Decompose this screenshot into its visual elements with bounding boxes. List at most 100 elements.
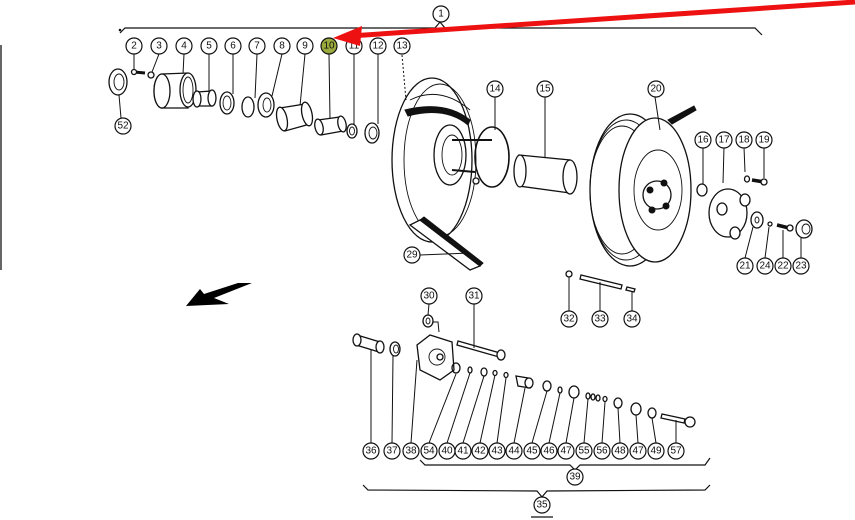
label-47[interactable]: 47 bbox=[629, 442, 647, 460]
label-20-text: 20 bbox=[650, 84, 662, 95]
label-49[interactable]: 49 bbox=[647, 442, 665, 460]
label-35-text: 35 bbox=[536, 500, 548, 511]
label-32-text: 32 bbox=[563, 314, 575, 325]
leader-line bbox=[410, 359, 418, 444]
callout-circle bbox=[296, 37, 314, 55]
label-29[interactable]: 29 bbox=[403, 246, 421, 264]
part-30-washer bbox=[422, 303, 440, 333]
part-36-sleeve bbox=[352, 333, 385, 354]
callout-circle bbox=[756, 257, 774, 275]
label-4[interactable]: 4 bbox=[175, 37, 193, 75]
label-56[interactable]: 56 bbox=[593, 442, 611, 460]
label-54[interactable]: 54 bbox=[420, 442, 438, 460]
label-31[interactable]: 31 bbox=[465, 287, 483, 305]
label-42[interactable]: 42 bbox=[471, 442, 489, 460]
label-16[interactable]: 16 bbox=[694, 131, 712, 149]
leader-line bbox=[479, 374, 496, 444]
label-52[interactable]: 52 bbox=[114, 117, 132, 135]
label-52-text: 52 bbox=[117, 121, 129, 132]
label-14-text: 14 bbox=[489, 84, 501, 95]
callout-circle bbox=[715, 131, 733, 149]
label-3[interactable]: 3 bbox=[150, 37, 168, 73]
leader-line bbox=[428, 373, 457, 444]
label-9[interactable]: 9 bbox=[296, 37, 314, 107]
label-19[interactable]: 19 bbox=[755, 131, 773, 149]
label-39[interactable]: 39 bbox=[566, 468, 584, 486]
label-16-text: 16 bbox=[697, 135, 709, 146]
part-7-oring bbox=[241, 96, 255, 118]
part-34-pin bbox=[625, 286, 636, 312]
label-10[interactable]: 10 bbox=[320, 37, 338, 120]
label-12[interactable]: 12 bbox=[369, 37, 387, 124]
leader-line bbox=[513, 387, 526, 444]
part-19-bolt bbox=[751, 147, 768, 186]
label-47[interactable]: 47 bbox=[557, 442, 575, 460]
label-24-text: 24 bbox=[759, 261, 771, 272]
label-6-text: 6 bbox=[230, 41, 236, 52]
part-4-bushing bbox=[153, 72, 197, 109]
part-13-pulley bbox=[391, 54, 492, 243]
label-55[interactable]: 55 bbox=[575, 442, 593, 460]
part-31-bolt bbox=[456, 304, 506, 361]
label-11[interactable]: 11 bbox=[345, 37, 363, 125]
callout-circle bbox=[488, 442, 506, 460]
label-8[interactable]: 8 bbox=[271, 37, 291, 97]
callout-circle bbox=[591, 310, 609, 328]
label-37[interactable]: 37 bbox=[383, 442, 401, 460]
label-21[interactable]: 21 bbox=[736, 257, 754, 275]
label-48[interactable]: 48 bbox=[611, 442, 629, 460]
label-40[interactable]: 40 bbox=[438, 442, 456, 460]
label-13-text: 13 bbox=[396, 41, 408, 52]
label-6[interactable]: 6 bbox=[224, 37, 242, 94]
leader-line bbox=[151, 53, 160, 73]
label-23[interactable]: 23 bbox=[792, 257, 810, 275]
callout-circle bbox=[369, 37, 387, 55]
label-1[interactable]: 1 bbox=[432, 5, 450, 23]
label-44[interactable]: 44 bbox=[505, 442, 523, 460]
label-43[interactable]: 43 bbox=[488, 442, 506, 460]
label-18-text: 18 bbox=[738, 135, 750, 146]
label-57[interactable]: 57 bbox=[667, 442, 685, 460]
label-34-text: 34 bbox=[626, 314, 638, 325]
label-41-text: 41 bbox=[457, 446, 469, 457]
part-6-seal bbox=[219, 91, 235, 115]
label-15[interactable]: 15 bbox=[536, 80, 554, 98]
callout-circle bbox=[471, 442, 489, 460]
label-46[interactable]: 46 bbox=[540, 442, 558, 460]
label-32[interactable]: 32 bbox=[560, 310, 578, 328]
label-57-text: 57 bbox=[670, 446, 682, 457]
label-41[interactable]: 41 bbox=[454, 442, 472, 460]
part-12-bearing bbox=[364, 122, 380, 144]
label-33[interactable]: 33 bbox=[591, 310, 609, 328]
label-48-text: 48 bbox=[614, 446, 626, 457]
label-24[interactable]: 24 bbox=[756, 257, 774, 275]
label-18[interactable]: 18 bbox=[735, 131, 753, 149]
leader-line bbox=[651, 417, 657, 444]
leader-line bbox=[254, 53, 258, 99]
callout-circle bbox=[792, 257, 810, 275]
label-17[interactable]: 17 bbox=[715, 131, 733, 149]
callout-circle bbox=[224, 37, 242, 55]
label-36[interactable]: 36 bbox=[362, 442, 380, 460]
label-5[interactable]: 5 bbox=[200, 37, 218, 92]
leader-line bbox=[182, 53, 185, 75]
label-13[interactable]: 13 bbox=[393, 37, 411, 55]
label-14[interactable]: 14 bbox=[486, 80, 504, 98]
label-7[interactable]: 7 bbox=[248, 37, 266, 99]
callout-circle bbox=[420, 442, 438, 460]
small-parts-row bbox=[451, 362, 696, 428]
label-34[interactable]: 34 bbox=[623, 310, 641, 328]
label-22[interactable]: 22 bbox=[774, 257, 792, 275]
callout-circle bbox=[611, 442, 629, 460]
leader-line bbox=[548, 392, 561, 444]
label-45[interactable]: 45 bbox=[523, 442, 541, 460]
label-30[interactable]: 30 bbox=[420, 287, 438, 305]
callout-circle bbox=[383, 442, 401, 460]
label-44-text: 44 bbox=[508, 446, 520, 457]
part-52-seal bbox=[108, 68, 128, 119]
label-2[interactable]: 2 bbox=[125, 37, 143, 70]
label-20[interactable]: 20 bbox=[647, 80, 665, 98]
label-29-text: 29 bbox=[406, 250, 418, 261]
label-38[interactable]: 38 bbox=[402, 442, 420, 460]
label-35[interactable]: 35 bbox=[531, 496, 553, 518]
